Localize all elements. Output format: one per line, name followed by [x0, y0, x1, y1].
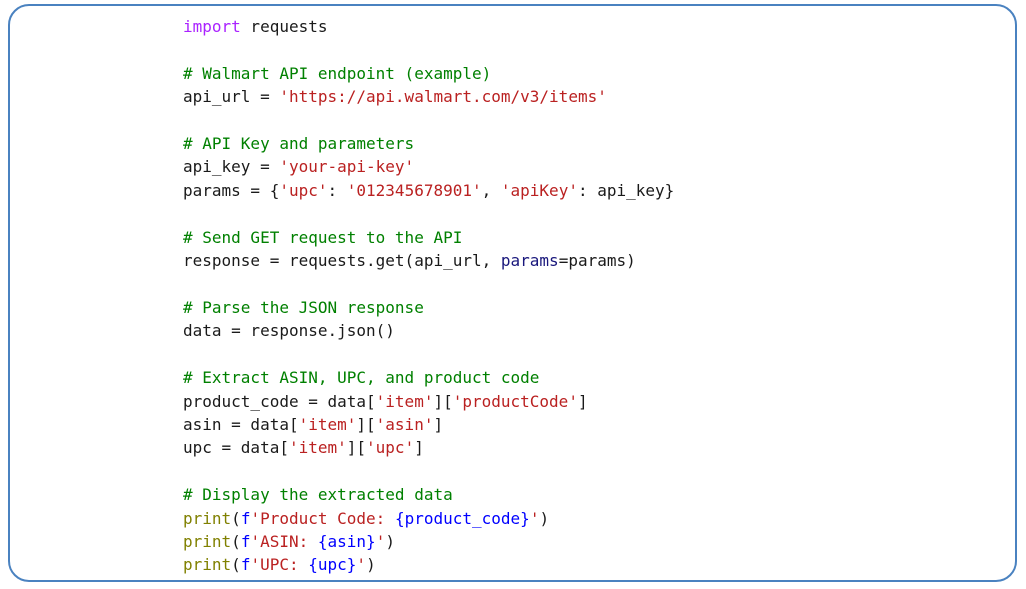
- token-name: ][: [433, 391, 453, 411]
- code-line: response = requests.get(api_url, params=…: [183, 249, 674, 272]
- token-name: ): [366, 555, 376, 575]
- token-operator: :: [577, 180, 598, 200]
- token-string: 'upc': [279, 180, 328, 200]
- token-name: ): [385, 531, 395, 551]
- code-line-blank: [183, 38, 674, 61]
- token-name: ]: [577, 391, 588, 411]
- token-name: ]: [433, 414, 444, 434]
- token-comment: # API Key and parameters: [183, 134, 415, 154]
- token-comment: # Display the extracted data: [183, 485, 453, 505]
- token-name: ][: [356, 414, 376, 434]
- token-interpolation: {upc}: [308, 555, 357, 575]
- token-keyword-argument: params: [500, 251, 559, 271]
- token-name: api_key =: [183, 157, 280, 177]
- token-builtin: print: [183, 555, 232, 575]
- token-name: ][: [346, 438, 367, 458]
- token-string: ': [356, 555, 367, 575]
- code-line: # Parse the JSON response: [183, 296, 674, 319]
- code-line-blank: [183, 343, 674, 366]
- token-comment: # Parse the JSON response: [183, 297, 424, 317]
- code-block[interactable]: import requests # Walmart API endpoint (…: [183, 15, 674, 577]
- code-line: # Extract ASIN, UPC, and product code: [183, 366, 674, 389]
- token-string: 'UPC:: [250, 555, 309, 575]
- token-interpolation: {product_code}: [394, 508, 530, 528]
- token-fstring-prefix: f: [240, 508, 251, 528]
- token-name: (: [231, 531, 241, 551]
- token-name: product_code = data[: [183, 391, 376, 411]
- token-comment: # Extract ASIN, UPC, and product code: [183, 368, 540, 388]
- token-string: 'asin': [375, 414, 434, 434]
- token-comment: # Send GET request to the API: [183, 227, 463, 247]
- token-string: 'item': [288, 438, 347, 458]
- code-line: # API Key and parameters: [183, 132, 674, 155]
- token-name: api_url =: [183, 87, 280, 107]
- code-line: # Display the extracted data: [183, 483, 674, 506]
- token-string: 'productCode': [452, 391, 578, 411]
- token-fstring-prefix: f: [240, 531, 251, 551]
- code-line-blank: [183, 109, 674, 132]
- token-name: ]: [414, 438, 424, 458]
- code-line: print(f'UPC: {upc}'): [183, 553, 674, 576]
- token-string: 'Product Code:: [250, 508, 395, 528]
- code-line-blank: [183, 272, 674, 295]
- token-name: data = response.json(): [183, 321, 395, 341]
- token-string: 'ASIN:: [250, 531, 318, 551]
- token-name: api_key}: [597, 180, 675, 200]
- token-name: requests: [240, 17, 328, 36]
- token-string: 'apiKey': [500, 180, 578, 200]
- token-string: 'your-api-key': [279, 157, 415, 177]
- code-line: print(f'Product Code: {product_code}'): [183, 507, 674, 530]
- token-string: ': [529, 508, 540, 528]
- token-string: 'item': [375, 391, 434, 411]
- token-name: params = {: [183, 180, 280, 200]
- token-name: ): [539, 508, 550, 528]
- token-name: response = requests.get(api_url,: [183, 251, 501, 271]
- code-line: product_code = data['item']['productCode…: [183, 390, 674, 413]
- code-line: asin = data['item']['asin']: [183, 413, 674, 436]
- token-fstring-prefix: f: [240, 555, 251, 575]
- token-string: '012345678901': [346, 180, 482, 200]
- token-name: (: [231, 508, 241, 528]
- code-line: # Walmart API endpoint (example): [183, 62, 674, 85]
- code-line: upc = data['item']['upc']: [183, 436, 674, 459]
- code-line: api_key = 'your-api-key': [183, 155, 674, 178]
- code-line: api_url = 'https://api.walmart.com/v3/it…: [183, 85, 674, 108]
- token-name: upc = data[: [183, 438, 289, 458]
- token-string: 'item': [298, 414, 357, 434]
- token-string: 'https://api.walmart.com/v3/items': [279, 87, 607, 107]
- code-line: params = {'upc': '012345678901', 'apiKey…: [183, 179, 674, 202]
- code-line-blank: [183, 202, 674, 225]
- token-builtin: print: [183, 531, 232, 551]
- code-line: data = response.json(): [183, 319, 674, 342]
- token-comment: # Walmart API endpoint (example): [183, 63, 492, 83]
- token-operator: :: [327, 180, 347, 200]
- code-line-blank: [183, 460, 674, 483]
- token-string: 'upc': [366, 438, 415, 458]
- code-line: print(f'ASIN: {asin}'): [183, 530, 674, 553]
- token-keyword: import: [183, 17, 241, 36]
- token-name: (: [231, 555, 241, 575]
- token-operator: ,: [481, 180, 501, 200]
- code-card: import requests # Walmart API endpoint (…: [8, 4, 1017, 582]
- token-interpolation: {asin}: [317, 531, 376, 551]
- token-string: ': [375, 531, 386, 551]
- token-name: =params): [558, 251, 636, 271]
- code-line: # Send GET request to the API: [183, 226, 674, 249]
- token-builtin: print: [183, 508, 232, 528]
- code-line: import requests: [183, 15, 674, 38]
- token-name: asin = data[: [183, 414, 299, 434]
